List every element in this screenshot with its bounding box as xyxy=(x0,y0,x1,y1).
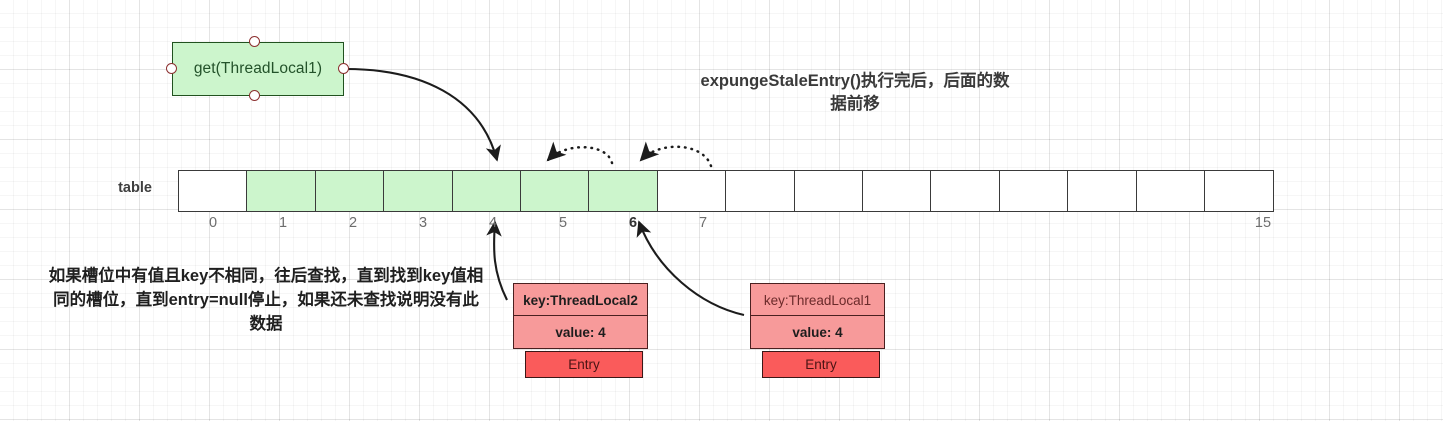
shift-arc-7-to-6 xyxy=(639,141,713,168)
table-cell-10[interactable] xyxy=(862,170,933,212)
table-cell-4[interactable] xyxy=(451,170,522,212)
entry-footer-label: Entry xyxy=(762,351,880,379)
table-index-10 xyxy=(878,215,948,237)
table-cell-9[interactable] xyxy=(793,170,864,212)
table-index-5: 5 xyxy=(558,215,568,231)
table-label: table xyxy=(118,180,152,196)
table-cell-1[interactable] xyxy=(246,170,317,212)
table-index-12 xyxy=(1018,215,1088,237)
table-cell-6[interactable] xyxy=(588,170,659,212)
call-box-handle-left[interactable] xyxy=(166,63,177,74)
table-index-3: 3 xyxy=(418,215,428,231)
entry-key: key:ThreadLocal1 xyxy=(750,283,885,317)
table-cell-11[interactable] xyxy=(930,170,1001,212)
table-cells xyxy=(178,170,1275,212)
table-index-0: 0 xyxy=(208,215,218,231)
entry-value: value: 4 xyxy=(750,315,885,350)
table-index-8 xyxy=(738,215,808,237)
table-cell-3[interactable] xyxy=(383,170,454,212)
table-index-13 xyxy=(1088,215,1158,237)
table-cell-13[interactable] xyxy=(1067,170,1138,212)
lookup-rule-note: 如果槽位中有值且key不相同，往后查找，直到找到key值相同的槽位，直到entr… xyxy=(48,267,484,333)
call-box-handle-top[interactable] xyxy=(249,36,260,47)
table-cell-5[interactable] xyxy=(520,170,591,212)
table-index-14 xyxy=(1158,215,1228,237)
table-cell-0[interactable] xyxy=(178,170,248,212)
table-cell-15[interactable] xyxy=(1204,170,1275,212)
table-cell-14[interactable] xyxy=(1135,170,1206,212)
table-index-7: 7 xyxy=(698,215,708,231)
entry-key: key:ThreadLocal2 xyxy=(513,283,648,317)
table-index-2: 2 xyxy=(348,215,358,231)
table-cell-8[interactable] xyxy=(725,170,796,212)
entry-footer-label: Entry xyxy=(525,351,643,379)
call-box-handle-right[interactable] xyxy=(338,63,349,74)
table-index-6: 6 xyxy=(628,215,638,231)
arrow-call-to-slot4 xyxy=(345,67,501,162)
entry-card-threadlocal1[interactable]: key:ThreadLocal1 value: 4 Entry xyxy=(750,283,885,379)
table-index-4: 4 xyxy=(488,215,498,231)
shift-arc-6-to-5 xyxy=(546,141,614,165)
table-index-labels: 0 1 2 3 4 5 6 7 15 xyxy=(178,215,1298,237)
get-call-box[interactable]: get(ThreadLocal1) xyxy=(172,42,344,96)
table-index-11 xyxy=(948,215,1018,237)
table-index-9 xyxy=(808,215,878,237)
table-index-1: 1 xyxy=(278,215,288,231)
entry-value: value: 4 xyxy=(513,315,648,350)
table-cell-7[interactable] xyxy=(656,170,727,212)
call-box-handle-bottom[interactable] xyxy=(249,90,260,101)
expunge-note: expungeStaleEntry()执行完后，后面的数据前移 xyxy=(700,72,1010,114)
table-cell-2[interactable] xyxy=(314,170,385,212)
table-index-15: 15 xyxy=(1254,215,1272,231)
table-cell-12[interactable] xyxy=(998,170,1069,212)
get-call-box-label: get(ThreadLocal1) xyxy=(193,60,323,77)
entry-card-threadlocal2[interactable]: key:ThreadLocal2 value: 4 Entry xyxy=(513,283,648,379)
